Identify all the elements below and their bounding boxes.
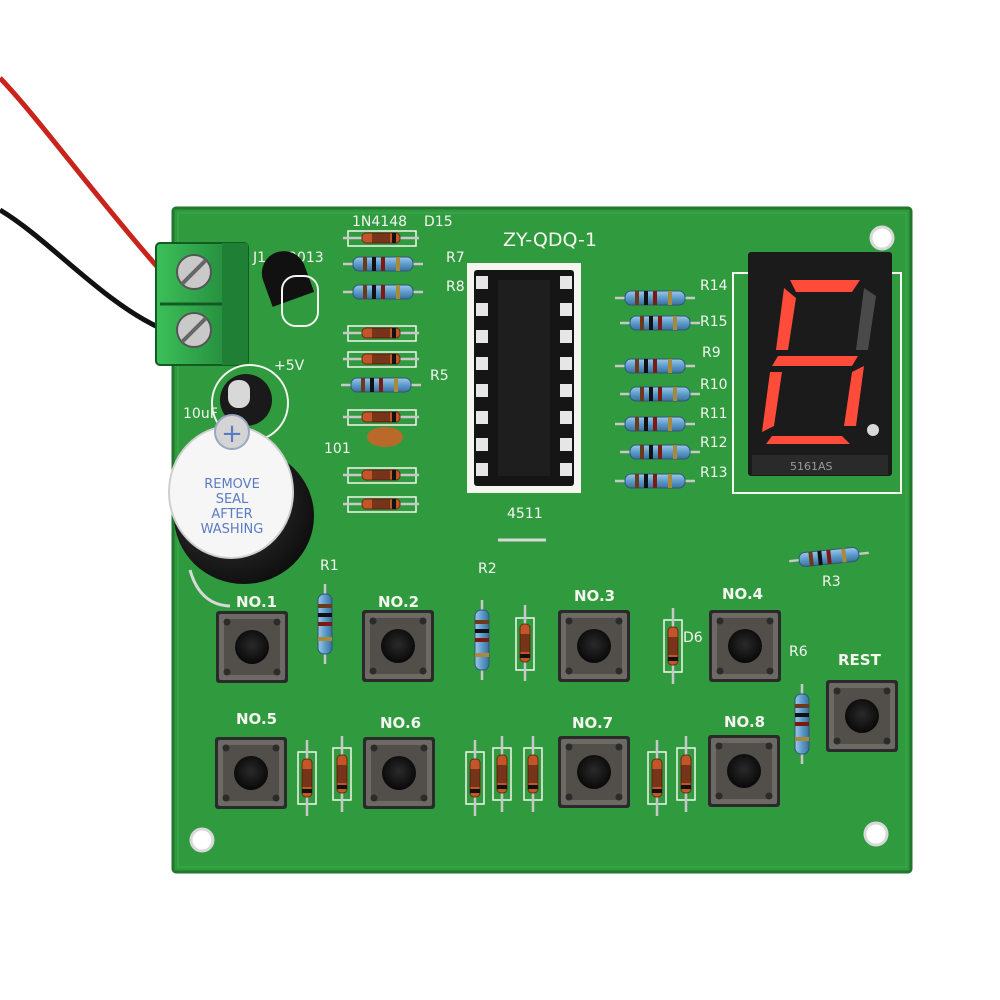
mount-hole-bl <box>189 827 215 853</box>
label-r2: R2 <box>478 561 497 577</box>
diode-lower-7 <box>676 734 696 814</box>
button-label-4: NO.4 <box>722 585 763 603</box>
segment-e <box>762 372 782 432</box>
label-j1: J1 <box>252 250 266 266</box>
label-r6: R6 <box>789 644 808 660</box>
svg-text:REMOVE: REMOVE <box>204 477 260 492</box>
label-101: 101 <box>324 441 351 457</box>
diode-2 <box>341 325 421 342</box>
label-r9: R9 <box>702 345 721 361</box>
push-button-5[interactable] <box>215 737 287 809</box>
button-label-8: NO.8 <box>724 713 765 731</box>
label-r7: R7 <box>446 250 465 266</box>
diode-lower-3 <box>465 738 485 818</box>
push-button-8[interactable] <box>708 735 780 807</box>
label-r5: R5 <box>430 368 449 384</box>
terminal-block <box>155 242 249 366</box>
mount-hole-br <box>863 821 889 847</box>
label-1n4148: 1N4148 <box>352 214 407 230</box>
segment-d <box>766 436 850 444</box>
reset-button[interactable] <box>826 680 898 752</box>
segment-a <box>790 280 860 292</box>
diode-lower-2 <box>332 734 352 814</box>
mount-hole-tr <box>869 225 895 251</box>
label-r1: R1 <box>320 558 339 574</box>
segment-g <box>772 356 858 366</box>
push-button-4[interactable] <box>709 610 781 682</box>
label-10uf: 10uF <box>183 406 218 422</box>
svg-text:WASHING: WASHING <box>201 522 264 537</box>
black-wire <box>0 207 162 331</box>
svg-text:AFTER: AFTER <box>211 507 252 522</box>
label-d6: D6 <box>683 630 703 646</box>
resistor-r5 <box>339 376 423 394</box>
push-button-3[interactable] <box>558 610 630 682</box>
resistor-r6 <box>793 682 811 766</box>
diode-6 <box>341 496 421 513</box>
board-title: ZY-QDQ-1 <box>503 229 597 251</box>
button-label-5: NO.5 <box>236 710 277 728</box>
label-plus5v: +5V <box>274 358 305 374</box>
resistor-r10 <box>618 385 702 403</box>
button-label-3: NO.3 <box>574 587 615 605</box>
svg-text:SEAL: SEAL <box>216 492 249 507</box>
seven-segment-display <box>748 252 892 476</box>
label-r13: R13 <box>700 465 728 481</box>
label-r11: R11 <box>700 406 728 422</box>
resistor-r11 <box>613 415 697 433</box>
diode-lower-5 <box>523 734 543 814</box>
buzzer-plus: + <box>221 419 243 449</box>
push-button-2[interactable] <box>362 610 434 682</box>
resistor-r2 <box>473 598 491 682</box>
segment-b <box>856 288 876 350</box>
diode-near-r2 <box>515 603 535 683</box>
diode-5 <box>341 467 421 484</box>
diode-d15 <box>341 230 421 247</box>
label-r10: R10 <box>700 377 728 393</box>
label-r12: R12 <box>700 435 728 451</box>
diode-lower-1 <box>297 738 317 818</box>
segment-dp <box>867 424 879 436</box>
button-label-2: NO.2 <box>378 593 419 611</box>
resistor-r8 <box>341 283 425 301</box>
diode-lower-4 <box>492 734 512 814</box>
segment-f <box>776 288 796 350</box>
resistor-r1 <box>316 582 334 666</box>
button-label-7: NO.7 <box>572 714 613 732</box>
diode-4 <box>341 409 421 426</box>
diode-lower-6 <box>647 738 667 818</box>
label-r14: R14 <box>700 278 728 294</box>
display-part-number: 5161AS <box>790 460 833 473</box>
resistor-r7 <box>341 255 425 273</box>
jumper-wire-left <box>188 569 231 608</box>
resistor-r13 <box>613 472 697 490</box>
rest-label: REST <box>838 651 882 669</box>
label-4511: 4511 <box>507 506 543 522</box>
resistor-r12 <box>618 443 702 461</box>
push-button-1[interactable] <box>216 611 288 683</box>
red-wire <box>0 76 162 272</box>
label-r8: R8 <box>446 279 465 295</box>
label-d15: D15 <box>424 214 453 230</box>
transistor-9013 <box>261 251 319 327</box>
segment-c <box>844 366 864 426</box>
diode-3 <box>341 351 421 368</box>
diode-d6 <box>663 606 683 686</box>
ceramic-capacitor-101 <box>367 427 403 447</box>
buzzer <box>168 414 314 584</box>
resistor-r9 <box>613 357 697 375</box>
electrolytic-capacitor <box>211 364 289 442</box>
ic-4511 <box>467 263 581 493</box>
push-button-6[interactable] <box>363 737 435 809</box>
resistor-r15 <box>618 314 702 332</box>
buzzer-sticker: REMOVE SEAL AFTER WASHING <box>201 477 264 537</box>
button-label-1: NO.1 <box>236 593 277 611</box>
push-button-7[interactable] <box>558 736 630 808</box>
resistor-r14 <box>613 289 697 307</box>
button-label-6: NO.6 <box>380 714 421 732</box>
label-r15: R15 <box>700 314 728 330</box>
label-r3: R3 <box>822 574 841 590</box>
